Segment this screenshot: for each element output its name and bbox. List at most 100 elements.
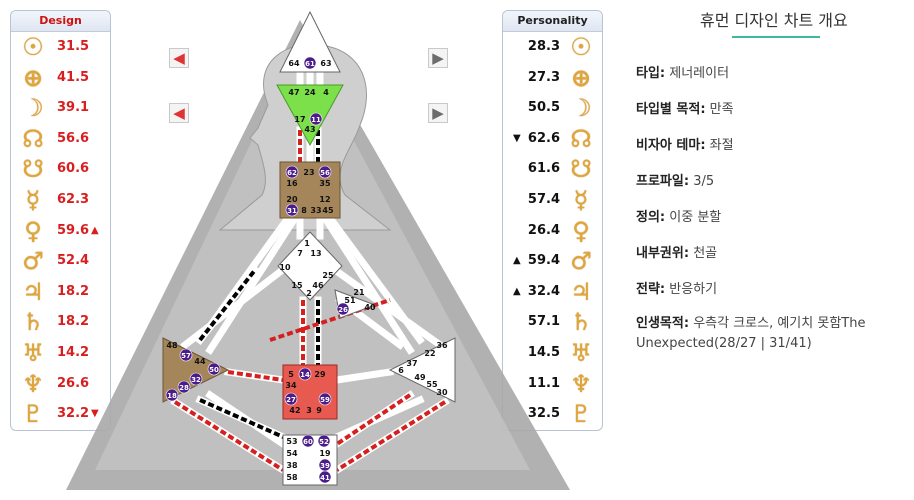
mercury-icon: ☿ xyxy=(25,186,41,214)
gate-number: 35 xyxy=(319,179,331,188)
gate-number: 20 xyxy=(286,195,298,204)
gate-badge xyxy=(318,392,332,406)
planet-row: ♂59.4▲ xyxy=(503,247,602,277)
planet-row: ☋60.6 xyxy=(11,155,110,185)
gate-number: 29 xyxy=(314,370,326,379)
defined-channel-line xyxy=(326,393,412,452)
gate-number: 33 xyxy=(310,206,321,215)
gate-number: 47 xyxy=(288,88,299,97)
south-node-icon: ☋ xyxy=(570,155,592,184)
overview-item: 타입: 제너레이터 xyxy=(636,62,729,81)
gate-badge xyxy=(207,362,221,376)
personality-header: Personality xyxy=(503,11,602,32)
gate-badge xyxy=(285,165,299,179)
arrow-right-icon[interactable]: ▶ xyxy=(428,48,448,68)
planet-row: ⊕41.5 xyxy=(11,64,110,94)
moon-icon: ☽ xyxy=(570,94,592,123)
gate-badge xyxy=(285,203,299,217)
activation-value: 41.5 xyxy=(57,69,90,85)
planet-row: ♇32.5 xyxy=(503,400,602,430)
activation-value: 32.2 xyxy=(57,406,90,422)
overview-item-value: 천골 xyxy=(693,246,718,261)
gate-number: 3 xyxy=(306,406,312,415)
planet-row: ♂52.4 xyxy=(11,247,110,277)
activation-value: 50.5 xyxy=(527,100,560,116)
channel-line xyxy=(205,213,300,355)
channel-line xyxy=(180,263,290,350)
gate-badge xyxy=(165,388,179,402)
sun-icon: ☉ xyxy=(22,33,44,61)
activation-value: 52.4 xyxy=(57,253,90,269)
planet-row: ⊕27.3 xyxy=(503,64,602,94)
activation-value: 18.2 xyxy=(57,283,90,299)
g-center xyxy=(277,231,343,301)
gate-badge xyxy=(309,112,323,126)
gate-number: 9 xyxy=(316,406,322,415)
uranus-icon: ♅ xyxy=(22,339,44,367)
gate-badge xyxy=(179,348,193,362)
gate-number: 36 xyxy=(436,341,448,350)
gate-badge xyxy=(336,302,350,316)
detriment-marker: ▼ xyxy=(91,408,99,420)
activation-value: 28.3 xyxy=(527,39,560,54)
gate-number: 27 xyxy=(286,396,296,404)
overview-item-label: 정의: xyxy=(636,210,666,225)
gate-number: 26 xyxy=(338,306,348,314)
gate-number: 31 xyxy=(287,207,297,215)
overview-item: 프로파일: 3/5 xyxy=(636,170,714,189)
planet-row: ☽39.1 xyxy=(11,94,110,124)
gate-number: 49 xyxy=(414,373,426,382)
gate-number: 53 xyxy=(286,437,297,446)
planet-row: ☽ 50.5 xyxy=(503,94,602,124)
moon-icon: ☽ xyxy=(22,94,44,123)
arrow-left-icon[interactable]: ◀ xyxy=(169,103,189,123)
uranus-icon: ♅ xyxy=(570,339,592,367)
activation-value: 57.1 xyxy=(527,314,560,330)
gate-number: 19 xyxy=(319,449,331,458)
defined-channel-line xyxy=(199,398,291,442)
overview-item-value: 이중 분할 xyxy=(669,210,722,225)
activation-value: 60.6 xyxy=(57,161,90,177)
overview-title: 휴먼 디자인 차트 개요 xyxy=(700,11,848,30)
gate-badge xyxy=(301,434,315,448)
venus-icon: ♀ xyxy=(572,216,590,245)
gate-number: 46 xyxy=(312,281,324,290)
planet-row: ♀ 26.4 xyxy=(503,217,602,247)
activation-value: 57.4 xyxy=(527,192,560,207)
gate-number: 64 xyxy=(288,59,300,68)
activation-value: 26.4 xyxy=(527,222,560,238)
gate-number: 62 xyxy=(287,169,297,177)
gate-number: 40 xyxy=(364,303,376,312)
overview-item-label: 내부권위: xyxy=(636,246,690,261)
planet-row: ♆26.6 xyxy=(11,370,110,400)
activation-value: 18.2 xyxy=(57,314,90,330)
gate-number: 28 xyxy=(179,384,189,392)
gate-badge xyxy=(189,372,203,386)
exalted-marker: ▲ xyxy=(513,255,521,267)
arrow-left-icon[interactable]: ◀ xyxy=(169,48,189,68)
overview-item-label: 인생목적: xyxy=(636,316,690,331)
activation-value: 32.4 xyxy=(527,283,560,299)
gate-number: 16 xyxy=(286,179,298,188)
activation-value: 56.6 xyxy=(57,130,90,146)
arrow-right-icon[interactable]: ▶ xyxy=(428,103,448,123)
activation-value: 59.6 xyxy=(57,222,90,238)
defined-channel-line xyxy=(227,370,284,382)
activation-value: 27.3 xyxy=(527,69,560,85)
design-panel: Design ☉31.5⊕41.5☽39.1☊56.6☋60.6☿62.3♀59… xyxy=(10,10,111,431)
activation-value: 32.5 xyxy=(527,406,560,422)
gate-number: 5 xyxy=(288,370,294,379)
overview-item: 전략: 반응하기 xyxy=(636,278,717,297)
planet-row: ☿57.4 xyxy=(503,186,602,216)
planet-row: ♅14.2 xyxy=(11,339,110,369)
sun-icon: ☉ xyxy=(570,33,592,61)
gate-number: 44 xyxy=(194,357,206,366)
gate-badge xyxy=(177,380,191,394)
overview-item: 내부권위: 천골 xyxy=(636,242,717,261)
overview-item-value: 좌절 xyxy=(709,138,734,153)
planet-row: ☊56.6 xyxy=(11,125,110,155)
jupiter-icon: ♃ xyxy=(22,277,44,306)
overview-item-label: 타입별 목적: xyxy=(636,102,706,117)
gate-number: 14 xyxy=(300,371,310,379)
